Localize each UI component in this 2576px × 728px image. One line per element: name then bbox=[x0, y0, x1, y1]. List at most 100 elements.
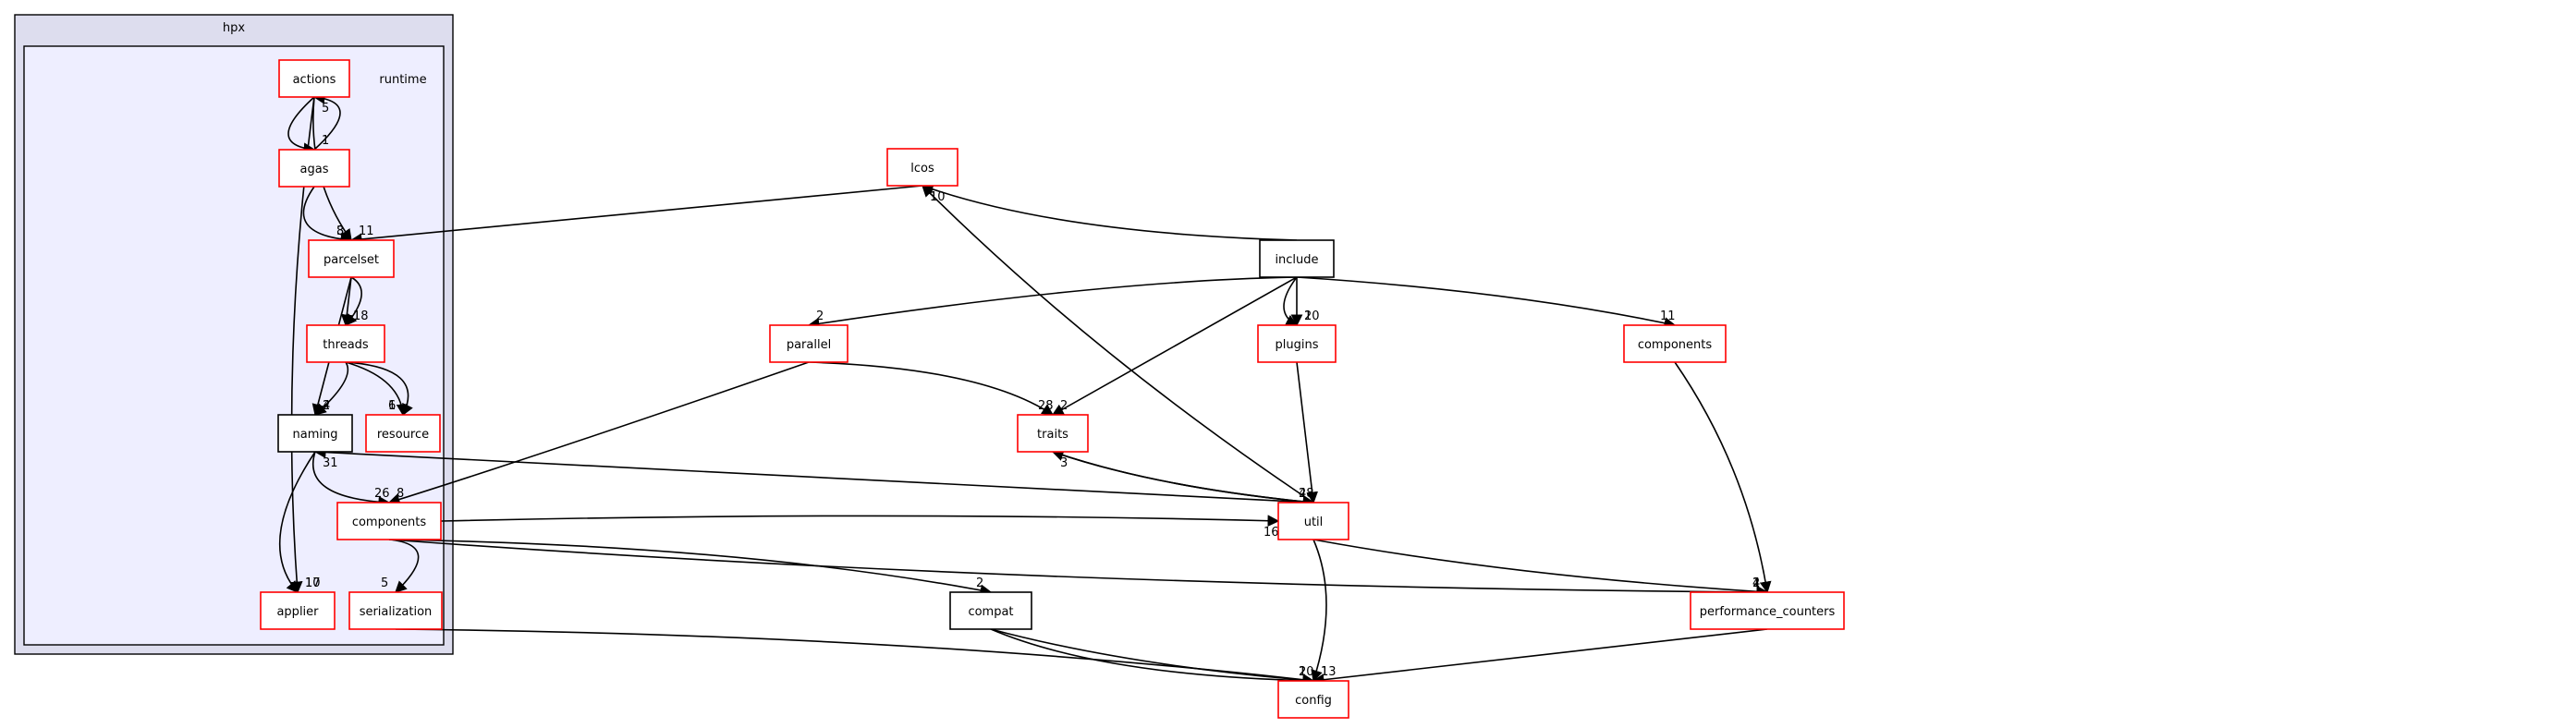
edge-performance_counters-to-config bbox=[1312, 628, 1768, 686]
node-include-label: include bbox=[1275, 253, 1318, 267]
node-parallel[interactable]: parallel bbox=[769, 324, 848, 363]
node-serialization[interactable]: serialization bbox=[348, 591, 443, 630]
node-config-label: config bbox=[1295, 694, 1332, 708]
node-threads-box[interactable] bbox=[306, 324, 385, 363]
node-resource-box[interactable] bbox=[365, 414, 441, 453]
edge-label-serialization-to-config: 2 bbox=[1299, 665, 1306, 679]
edge-actions-to-agas bbox=[287, 96, 316, 155]
edge-label-parallel-to-traits: 28 bbox=[1038, 399, 1054, 413]
node-applier[interactable]: applier bbox=[260, 591, 336, 630]
node-compat-box[interactable] bbox=[949, 591, 1032, 630]
node-traits-box[interactable] bbox=[1017, 414, 1089, 453]
edge-compat-to-config bbox=[990, 628, 1315, 686]
node-components_rt[interactable]: components bbox=[336, 502, 442, 540]
node-util-label: util bbox=[1304, 516, 1324, 529]
edge-components_rt-to-serialization bbox=[388, 539, 420, 593]
node-components_rt-label: components bbox=[352, 516, 427, 529]
edge-include-to-components_top bbox=[1296, 276, 1677, 329]
node-serialization-box[interactable] bbox=[348, 591, 443, 630]
edge-parallel-to-components_rt bbox=[387, 361, 810, 505]
edge-label-components_rt-to-performance_counters: 2 bbox=[1752, 576, 1760, 590]
node-parallel-label: parallel bbox=[787, 338, 831, 352]
node-plugins[interactable]: plugins bbox=[1257, 324, 1337, 363]
cluster-hpx-label: hpx bbox=[223, 21, 245, 35]
edge-util-to-config bbox=[1311, 539, 1327, 683]
edge-util-to-performance_counters bbox=[1312, 539, 1769, 598]
node-plugins-box[interactable] bbox=[1257, 324, 1337, 363]
edge-naming-to-components_rt bbox=[311, 451, 391, 508]
edge-label-include-to-traits: 2 bbox=[1060, 399, 1068, 413]
cluster-runtime-label: runtime bbox=[379, 73, 426, 87]
node-lcos-label: lcos bbox=[910, 162, 934, 176]
edge-label-components_rt-to-serialization: 5 bbox=[381, 576, 388, 590]
edge-label-include-to-components_top: 11 bbox=[1660, 309, 1676, 323]
node-lcos-box[interactable] bbox=[886, 148, 958, 187]
node-serialization-label: serialization bbox=[360, 605, 433, 619]
edge-label-naming-to-components_rt: 26 bbox=[374, 487, 390, 501]
edge-label-threads-to-resource: 6 bbox=[388, 399, 396, 413]
node-components_top[interactable]: components bbox=[1623, 324, 1727, 363]
edge-serialization-to-config bbox=[395, 628, 1315, 686]
node-components_top-box[interactable] bbox=[1623, 324, 1727, 363]
edge-label-compat-to-config: 2 bbox=[1299, 665, 1306, 679]
edge-label-actions-to-parcelset: 3 bbox=[336, 224, 344, 238]
edge-label-threads-to-naming: 2 bbox=[323, 399, 330, 413]
edge-traits-to-util bbox=[1052, 451, 1315, 508]
edge-label-util-to-lcos: 10 bbox=[930, 190, 946, 204]
nodes-layer: actions agas parcelset threads naming resourc… bbox=[260, 59, 1845, 719]
edge-label-include-to-plugins: 10 bbox=[1304, 309, 1320, 323]
edge-util-to-naming bbox=[313, 446, 1314, 504]
node-agas-box[interactable] bbox=[278, 149, 350, 188]
edge-label-util-to-performance_counters: 1 bbox=[1752, 576, 1760, 590]
edge-components_rt-to-performance_counters bbox=[388, 539, 1769, 599]
node-resource-label: resource bbox=[377, 428, 429, 442]
edge-components_rt-to-compat bbox=[388, 539, 993, 597]
node-include[interactable]: include bbox=[1259, 239, 1335, 278]
node-util[interactable]: util bbox=[1277, 502, 1349, 540]
node-performance_counters[interactable]: performance_counters bbox=[1690, 591, 1845, 630]
edge-threads-to-naming bbox=[314, 361, 349, 416]
node-lcos[interactable]: lcos bbox=[886, 148, 958, 187]
edge-components_rt-to-util bbox=[440, 515, 1280, 528]
edge-label-components_top-to-performance_counters: 4 bbox=[1752, 576, 1760, 590]
node-threads-label: threads bbox=[323, 338, 369, 352]
node-config[interactable]: config bbox=[1277, 680, 1349, 719]
edge-components_top-to-performance_counters bbox=[1674, 361, 1772, 594]
edge-lcos-to-parcelset bbox=[349, 185, 923, 246]
node-naming-box[interactable] bbox=[277, 414, 353, 453]
edge-label-naming-to-applier: 17 bbox=[305, 576, 321, 590]
node-naming[interactable]: naming bbox=[277, 414, 353, 453]
node-traits-label: traits bbox=[1037, 428, 1068, 442]
edge-label-performance_counters-to-config: 1 bbox=[1321, 665, 1328, 679]
node-traits[interactable]: traits bbox=[1017, 414, 1089, 453]
node-util-box[interactable] bbox=[1277, 502, 1349, 540]
node-resource[interactable]: resource bbox=[365, 414, 441, 453]
node-agas[interactable]: agas bbox=[278, 149, 350, 188]
edge-label-parallel-to-components_rt: 8 bbox=[397, 487, 404, 501]
edge-label-parcelset-to-threads: 18 bbox=[353, 309, 369, 323]
node-parcelset[interactable]: parcelset bbox=[308, 239, 395, 278]
node-components_rt-box[interactable] bbox=[336, 502, 442, 540]
edge-parcelset-to-threads bbox=[345, 276, 362, 326]
node-applier-label: applier bbox=[276, 605, 319, 619]
node-performance_counters-box[interactable] bbox=[1690, 591, 1845, 630]
node-compat[interactable]: compat bbox=[949, 591, 1032, 630]
node-actions[interactable]: actions bbox=[278, 59, 350, 98]
node-performance_counters-label: performance_counters bbox=[1700, 605, 1836, 619]
node-include-box[interactable] bbox=[1259, 239, 1335, 278]
node-parallel-box[interactable] bbox=[769, 324, 848, 363]
node-parcelset-box[interactable] bbox=[308, 239, 395, 278]
edge-threads-to-resource bbox=[345, 361, 409, 417]
node-config-box[interactable] bbox=[1277, 680, 1349, 719]
node-actions-label: actions bbox=[293, 73, 336, 87]
edge-label-actions-to-agas: 1 bbox=[322, 134, 329, 148]
edge-parallel-to-traits bbox=[808, 361, 1055, 416]
node-agas-label: agas bbox=[300, 163, 329, 176]
node-parcelset-label: parcelset bbox=[324, 253, 379, 267]
node-applier-box[interactable] bbox=[260, 591, 336, 630]
node-threads[interactable]: threads bbox=[306, 324, 385, 363]
edge-label-util-to-traits: 3 bbox=[1060, 456, 1068, 470]
edge-include-to-plugins bbox=[1283, 276, 1299, 326]
node-actions-box[interactable] bbox=[278, 59, 350, 98]
